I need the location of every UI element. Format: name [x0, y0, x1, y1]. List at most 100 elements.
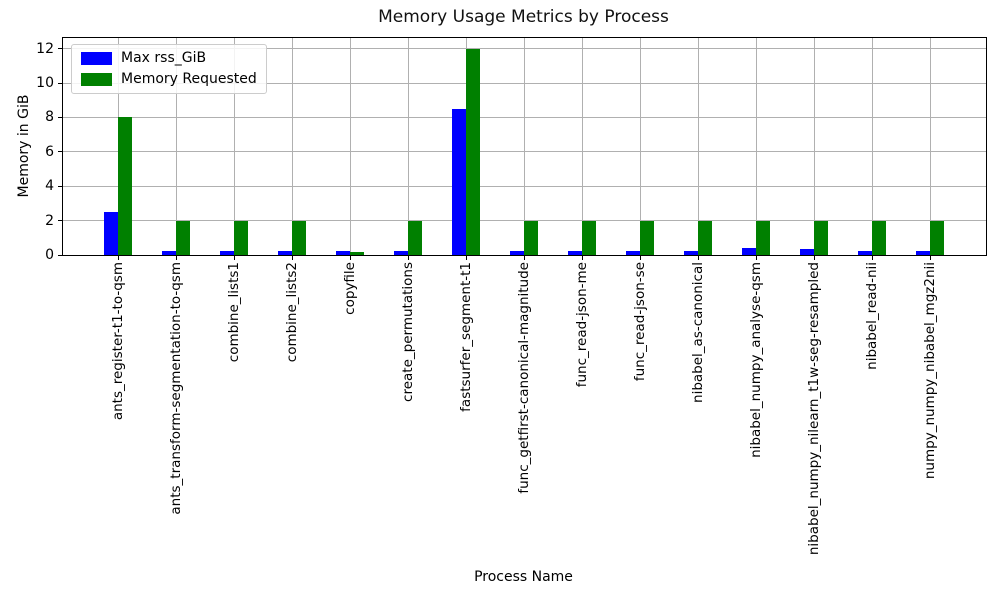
gridline-vertical [697, 38, 699, 255]
y-tick-mark [58, 48, 62, 50]
bar-max-rss-gib [626, 250, 640, 255]
bar-max-rss-gib [684, 250, 698, 255]
x-tick-label: func_read-json-me [573, 262, 590, 388]
x-tick-mark [523, 256, 525, 260]
y-tick-label: 8 [45, 109, 54, 126]
gridline-horizontal [63, 185, 986, 187]
bar-max-rss-gib [336, 250, 350, 255]
gridline-vertical [639, 38, 641, 255]
bar-max-rss-gib [858, 250, 872, 255]
y-tick-label: 6 [45, 143, 54, 160]
gridline-vertical [755, 38, 757, 255]
gridline-vertical [929, 38, 931, 255]
x-tick-mark [291, 256, 293, 260]
x-tick-mark [929, 256, 931, 260]
bar-max-rss-gib [452, 108, 466, 255]
legend-label: Max rss_GiB [121, 50, 207, 66]
x-tick-label: ants_register-t1-to-qsm [109, 262, 126, 421]
x-tick-label: func_getfirst-canonical-magnitude [515, 262, 532, 494]
x-tick-mark [755, 256, 757, 260]
gridline-horizontal [63, 48, 986, 50]
x-tick-label: numpy_numpy_nibabel_mgz2nii [921, 262, 938, 480]
gridline-vertical [813, 38, 815, 255]
x-tick-label: nibabel_as-canonical [689, 262, 706, 403]
x-tick-label: copyfile [341, 262, 358, 315]
legend-entry: Max rss_GiB [81, 51, 257, 66]
gridline-vertical [175, 38, 177, 255]
bar-max-rss-gib [162, 250, 176, 255]
y-tick-label: 12 [36, 40, 54, 57]
x-tick-label: nibabel_numpy_nilearn_t1w-seg-resampled [805, 262, 822, 556]
x-tick-mark [465, 256, 467, 260]
x-tick-label: nibabel_read-nii [863, 262, 880, 370]
bar-memory-requested [872, 220, 886, 255]
bar-max-rss-gib [800, 248, 814, 255]
x-tick-mark [697, 256, 699, 260]
bar-memory-requested [756, 220, 770, 255]
bar-memory-requested [408, 220, 422, 255]
x-tick-mark [407, 256, 409, 260]
x-tick-label: combine_lists2 [283, 262, 300, 363]
bar-max-rss-gib [104, 212, 118, 255]
x-tick-label: create_permutations [399, 262, 416, 402]
x-tick-mark [871, 256, 873, 260]
bar-memory-requested [524, 220, 538, 255]
gridline-horizontal [63, 151, 986, 153]
legend-swatch [81, 52, 112, 65]
x-tick-label: combine_lists1 [225, 262, 242, 363]
y-tick-mark [58, 254, 62, 256]
plot-area: Max rss_GiB Memory Requested [62, 37, 987, 256]
x-axis-label: Process Name [474, 569, 573, 585]
bar-max-rss-gib [568, 250, 582, 255]
y-tick-mark [58, 82, 62, 84]
bar-memory-requested [176, 220, 190, 255]
bar-memory-requested [466, 48, 480, 255]
x-tick-mark [233, 256, 235, 260]
chart-title: Memory Usage Metrics by Process [378, 7, 669, 27]
bar-memory-requested [118, 117, 132, 255]
bar-max-rss-gib [916, 250, 930, 255]
x-tick-mark [349, 256, 351, 260]
bar-memory-requested [234, 220, 248, 255]
bar-memory-requested [350, 251, 364, 255]
x-tick-label: nibabel_numpy_analyse-qsm [747, 262, 764, 458]
gridline-vertical [407, 38, 409, 255]
y-tick-mark [58, 220, 62, 222]
gridline-vertical [233, 38, 235, 255]
gridline-vertical [523, 38, 525, 255]
x-tick-mark [117, 256, 119, 260]
legend-label: Memory Requested [121, 71, 257, 87]
x-tick-label: func_read-json-se [631, 262, 648, 382]
y-tick-label: 10 [36, 75, 54, 92]
bar-max-rss-gib [394, 250, 408, 255]
gridline-vertical [349, 38, 351, 255]
x-tick-mark [813, 256, 815, 260]
y-tick-label: 2 [45, 212, 54, 229]
y-tick-label: 4 [45, 178, 54, 195]
y-tick-label: 0 [45, 247, 54, 263]
legend: Max rss_GiB Memory Requested [71, 44, 267, 94]
bar-memory-requested [930, 220, 944, 255]
y-axis-label: Memory in GiB [16, 94, 32, 198]
x-tick-mark [581, 256, 583, 260]
x-tick-label: ants_transform-segmentation-to-qsm [167, 262, 184, 515]
bar-max-rss-gib [742, 248, 756, 255]
bar-memory-requested [698, 220, 712, 255]
x-tick-mark [175, 256, 177, 260]
x-tick-mark [639, 256, 641, 260]
bar-memory-requested [582, 220, 596, 255]
gridline-vertical [291, 38, 293, 255]
gridline-horizontal [63, 82, 986, 84]
y-tick-mark [58, 185, 62, 187]
legend-swatch [81, 73, 112, 86]
bar-memory-requested [292, 220, 306, 255]
gridline-vertical [581, 38, 583, 255]
bar-memory-requested [814, 220, 828, 255]
bar-max-rss-gib [220, 250, 234, 255]
x-tick-label: fastsurfer_segment-t1 [457, 262, 474, 412]
gridline-horizontal [63, 116, 986, 118]
y-tick-mark [58, 151, 62, 153]
bar-max-rss-gib [278, 250, 292, 255]
gridline-vertical [871, 38, 873, 255]
